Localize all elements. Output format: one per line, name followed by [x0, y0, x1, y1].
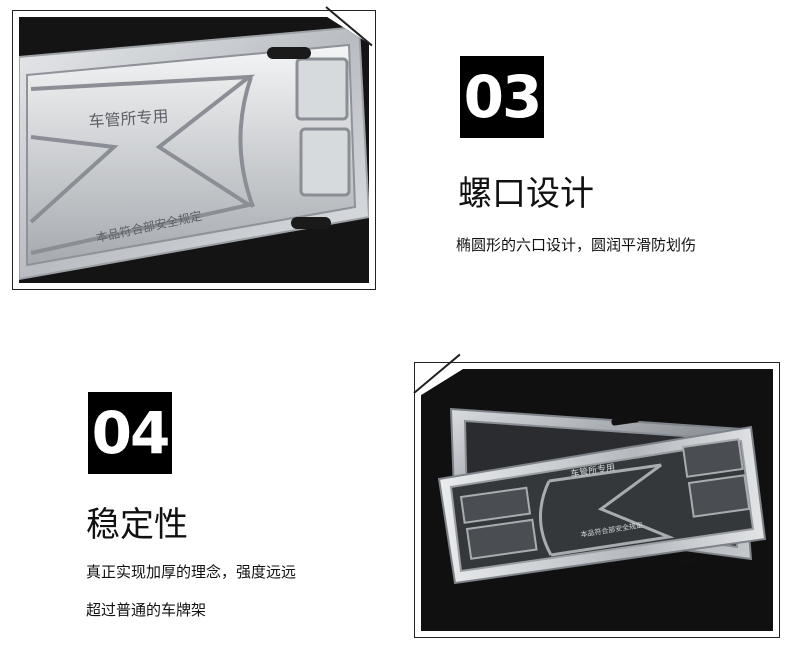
- section-description: 真正实现加厚的理念，强度远远 超过普通的车牌架: [86, 553, 296, 629]
- section-number-badge: 04: [88, 392, 172, 474]
- section-description: 椭圆形的六口设计，圆润平滑防划伤: [456, 226, 696, 264]
- product-photo-closeup: 车管所专用 本品符合部安全规定: [12, 10, 376, 290]
- description-line: 椭圆形的六口设计，圆润平滑防划伤: [456, 236, 697, 254]
- plate-frames-stacked-illustration: 车管所专用 本品符合部安全规定: [421, 369, 773, 631]
- description-line: 真正实现加厚的理念，强度远远: [86, 563, 297, 581]
- plate-frame-closeup-illustration: 车管所专用 本品符合部安全规定: [19, 17, 369, 283]
- product-photo-stacked: 车管所专用 本品符合部安全规定: [414, 362, 780, 638]
- photo-closeup-image: 车管所专用 本品符合部安全规定: [19, 17, 369, 283]
- description-line: 超过普通的车牌架: [86, 601, 207, 619]
- section-title: 稳定性: [86, 505, 188, 545]
- section-title: 螺口设计: [458, 174, 594, 214]
- photo-stacked-image: 车管所专用 本品符合部安全规定: [421, 369, 773, 631]
- section-number-badge: 03: [460, 56, 544, 138]
